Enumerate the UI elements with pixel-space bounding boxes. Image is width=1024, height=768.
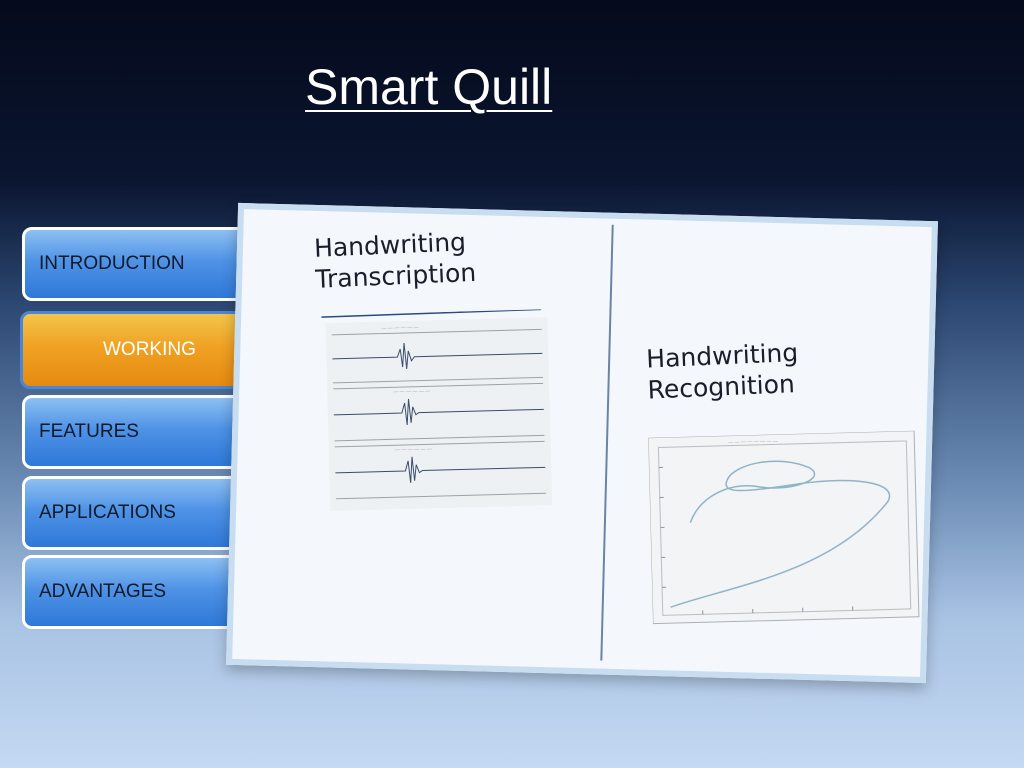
recognition-heading: Handwriting Recognition — [646, 337, 801, 406]
svg-text:— — — — — —: — — — — — — — [382, 325, 419, 332]
waveform-plots-image: — — — — — — — — — — — — — — — — — — — [321, 309, 553, 511]
nav-item-label: ADVANTAGES — [39, 581, 167, 602]
recognition-heading-line2: Recognition — [647, 369, 796, 405]
transcription-heading-line2: Transcription — [314, 257, 477, 294]
nav-item-advantages[interactable]: ADVANTAGES — [22, 555, 252, 629]
pen-trajectory-plot-image: — — — — — — — — — [648, 430, 920, 625]
transcription-heading: Handwriting Transcription — [313, 226, 476, 295]
nav-item-introduction[interactable]: INTRODUCTION — [22, 227, 252, 301]
nav-item-label: INTRODUCTION — [39, 253, 185, 274]
column-divider — [600, 224, 614, 661]
nav-item-label: FEATURES — [39, 421, 139, 442]
slide-title: Smart Quill — [305, 59, 553, 115]
svg-text:— — — — — —: — — — — — — — [393, 388, 430, 395]
content-card: Handwriting Transcription — — — — — — — [226, 202, 938, 684]
nav-item-label: APPLICATIONS — [39, 502, 176, 523]
svg-text:— — — — — —: — — — — — — — [395, 446, 432, 453]
nav-item-label: WORKING — [103, 339, 196, 360]
nav-item-applications[interactable]: APPLICATIONS — [22, 476, 252, 550]
nav-item-features[interactable]: FEATURES — [22, 395, 252, 469]
svg-text:— — — — — — — —: — — — — — — — — — [728, 438, 778, 445]
